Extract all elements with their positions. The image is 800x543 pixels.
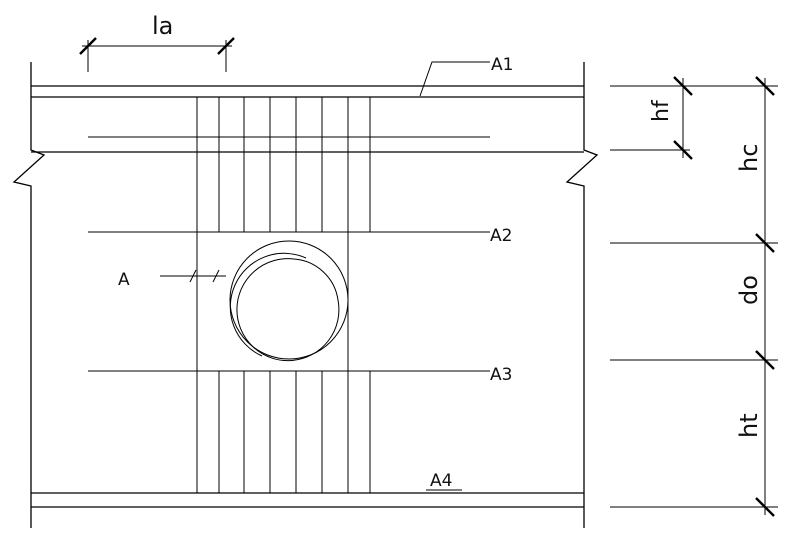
a1-leader: [419, 61, 490, 97]
hole-bar-label: A: [118, 270, 130, 290]
do-label: do: [735, 275, 763, 305]
la-tick-right: [217, 37, 235, 55]
opening-circle-outer: [229, 240, 349, 360]
la-label: la: [152, 12, 173, 40]
hc-tick-top: [755, 76, 775, 96]
hole-bar-tick-2: [212, 269, 220, 283]
a4-label: A4: [430, 471, 452, 491]
opening-circle-inner: [236, 258, 340, 362]
do-tick-top: [755, 233, 775, 253]
la-tick-left: [79, 37, 97, 55]
wall-right-edge: [565, 62, 599, 528]
ht-tick-bottom: [755, 497, 775, 517]
a3-label: A3: [490, 365, 512, 385]
hf-label: hf: [649, 99, 674, 122]
hf-tick-top: [673, 76, 693, 96]
hole-bar-tick-1: [189, 269, 197, 283]
vertical-stirrups-bottom: [196, 371, 371, 493]
opening-crescent: [229, 252, 307, 357]
vertical-stirrups-top: [196, 97, 371, 232]
hc-label: hc: [735, 144, 763, 172]
a1-label: A1: [491, 55, 513, 75]
a2-label: A2: [490, 226, 512, 246]
wall-left-edge: [12, 62, 46, 528]
hf-tick-bottom: [673, 140, 693, 160]
ht-label: ht: [735, 413, 763, 438]
do-tick-bottom: [755, 350, 775, 370]
